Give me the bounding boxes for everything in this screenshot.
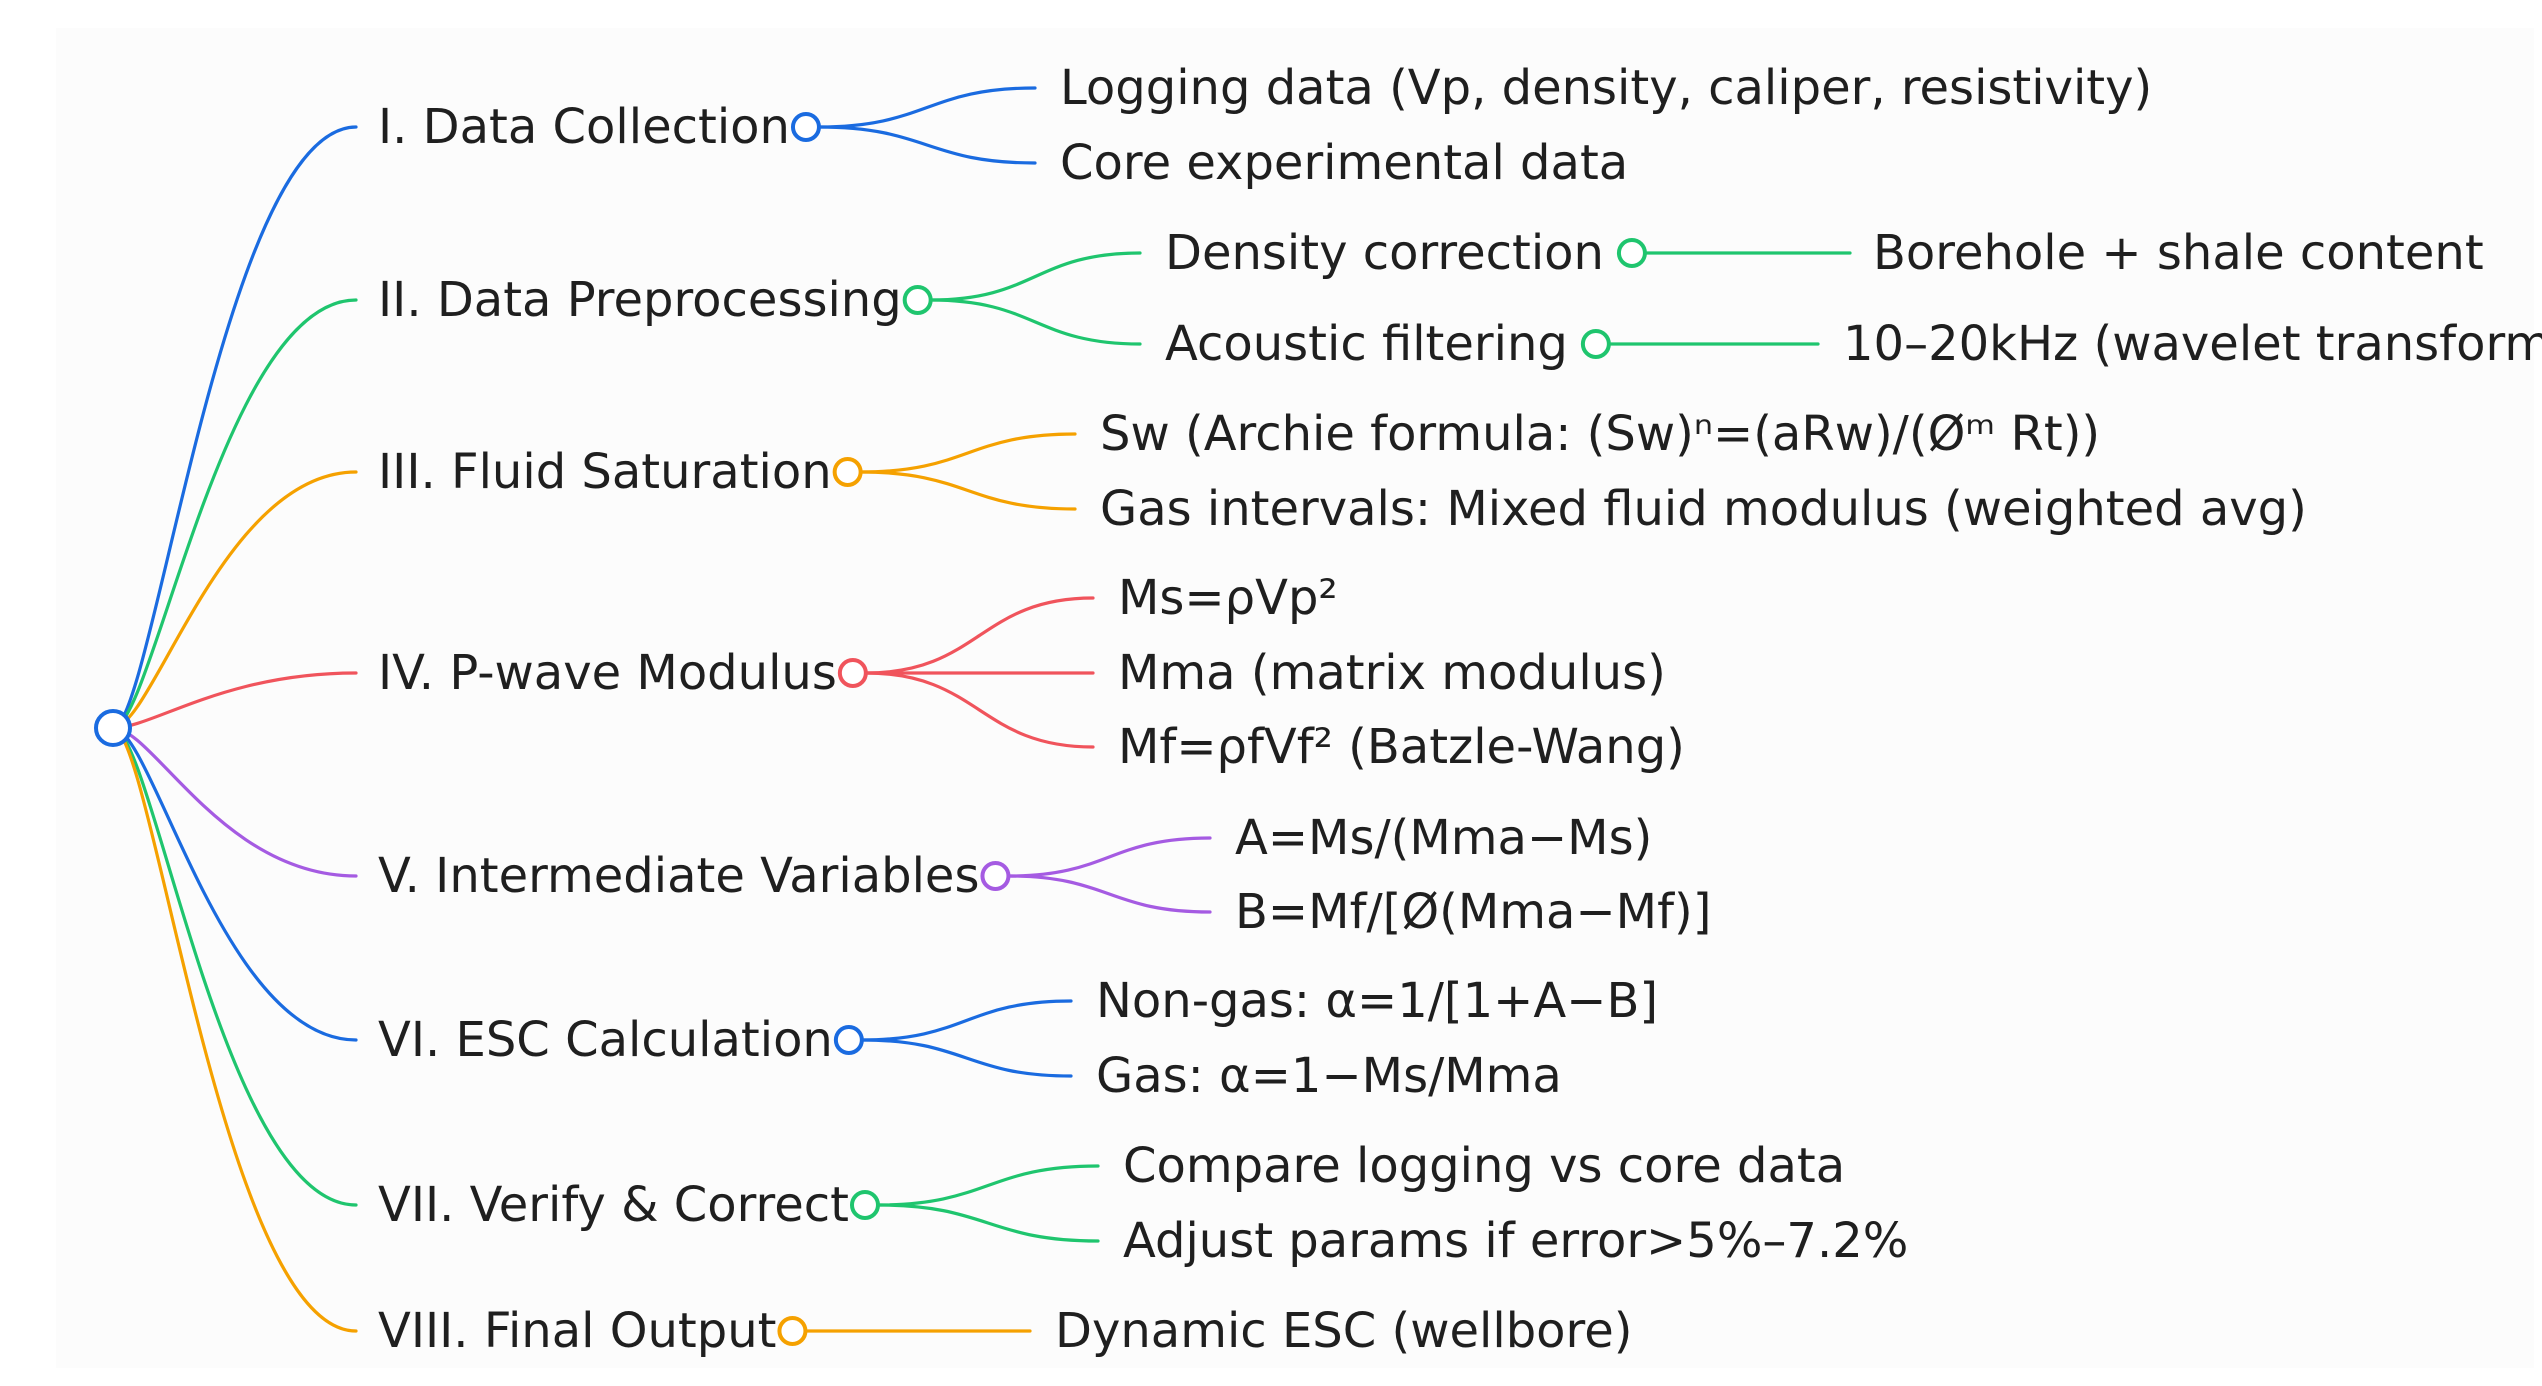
- branch-6-child-2-label: Gas: α=1−Ms/Mma: [1096, 1048, 1562, 1104]
- edge-branch-7-child-2: [876, 1203, 1100, 1243]
- edge-branch-2-child-1: [929, 251, 1142, 302]
- branch-label-2: II. Data Preprocessing: [378, 272, 902, 328]
- branch-6-child-1-label: Non-gas: α=1/[1+A−B]: [1096, 973, 1659, 1029]
- edge-branch-6-child-1: [860, 999, 1073, 1042]
- branch-8-child-1-label: Dynamic ESC (wellbore): [1055, 1303, 1633, 1359]
- edge-branch-3-child-2: [859, 470, 1077, 511]
- branch-3-child-2-label: Gas intervals: Mixed fluid modulus (weig…: [1100, 481, 2307, 537]
- edge-branch-4-child-3: [864, 671, 1095, 749]
- branch-4-child-3-label: Mf=ρfVf² (Batzle-Wang): [1118, 719, 1685, 775]
- edge-branch-5-child-2: [1006, 874, 1212, 914]
- edge-branch-6-child-2: [860, 1038, 1073, 1078]
- branch-label-3: III. Fluid Saturation: [378, 444, 832, 500]
- edge-branch-7-child-1: [876, 1164, 1100, 1207]
- edge-root-to-branch-8: [111, 726, 358, 1333]
- branch-7-child-2-label: Adjust params if error>5%–7.2%: [1123, 1213, 1909, 1269]
- branch-label-7: VII. Verify & Correct: [378, 1177, 849, 1233]
- edge-root-to-branch-2: [111, 298, 358, 730]
- branch-2-child-1-label: Density correction: [1165, 225, 1604, 281]
- edge-root-to-branch-7: [111, 726, 358, 1207]
- mindmap-board: [56, 28, 2534, 1368]
- branch-2-child-2-grandchild-1-label: 10–20kHz (wavelet transform): [1843, 316, 2542, 372]
- edge-branch-2-child-2: [929, 298, 1142, 346]
- branch-4-child-2-label: Mma (matrix modulus): [1118, 645, 1666, 701]
- root-node[interactable]: [94, 709, 132, 747]
- edge-root-to-branch-3: [111, 470, 358, 730]
- branch-2-child-1-grandchild-1-label: Borehole + shale content: [1873, 225, 2484, 281]
- branch-2-child-2-label: Acoustic filtering: [1165, 316, 1568, 372]
- branch-5-child-2-label: B=Mf/[Ø(Mma−Mf)]: [1235, 884, 1712, 940]
- edge-branch-5-child-1: [1006, 836, 1212, 878]
- branch-label-8: VIII. Final Output: [378, 1303, 777, 1359]
- branch-label-1: I. Data Collection: [378, 99, 790, 155]
- edge-branch-1-child-1: [817, 86, 1037, 129]
- branch-1-child-2-label: Core experimental data: [1060, 135, 1629, 191]
- edge-branch-1-child-2: [817, 125, 1037, 165]
- edge-root-to-branch-1: [111, 125, 358, 730]
- branch-label-4: IV. P-wave Modulus: [378, 645, 837, 701]
- branch-5-child-1-label: A=Ms/(Mma−Ms): [1235, 810, 1653, 866]
- branch-4-child-1-label: Ms=ρVp²: [1118, 570, 1338, 626]
- branch-1-child-1-label: Logging data (Vp, density, caliper, resi…: [1060, 60, 2153, 116]
- edge-branch-4-child-1: [864, 596, 1095, 675]
- branch-label-6: VI. ESC Calculation: [378, 1012, 833, 1068]
- edge-root-to-branch-6: [111, 726, 358, 1042]
- branch-7-child-1-label: Compare logging vs core data: [1123, 1138, 1846, 1194]
- branch-3-child-1-label: Sw (Archie formula: (Sw)ⁿ=(aRw)/(Øᵐ Rt)): [1100, 406, 2101, 462]
- branch-label-5: V. Intermediate Variables: [378, 848, 980, 904]
- edge-branch-3-child-1: [859, 432, 1077, 474]
